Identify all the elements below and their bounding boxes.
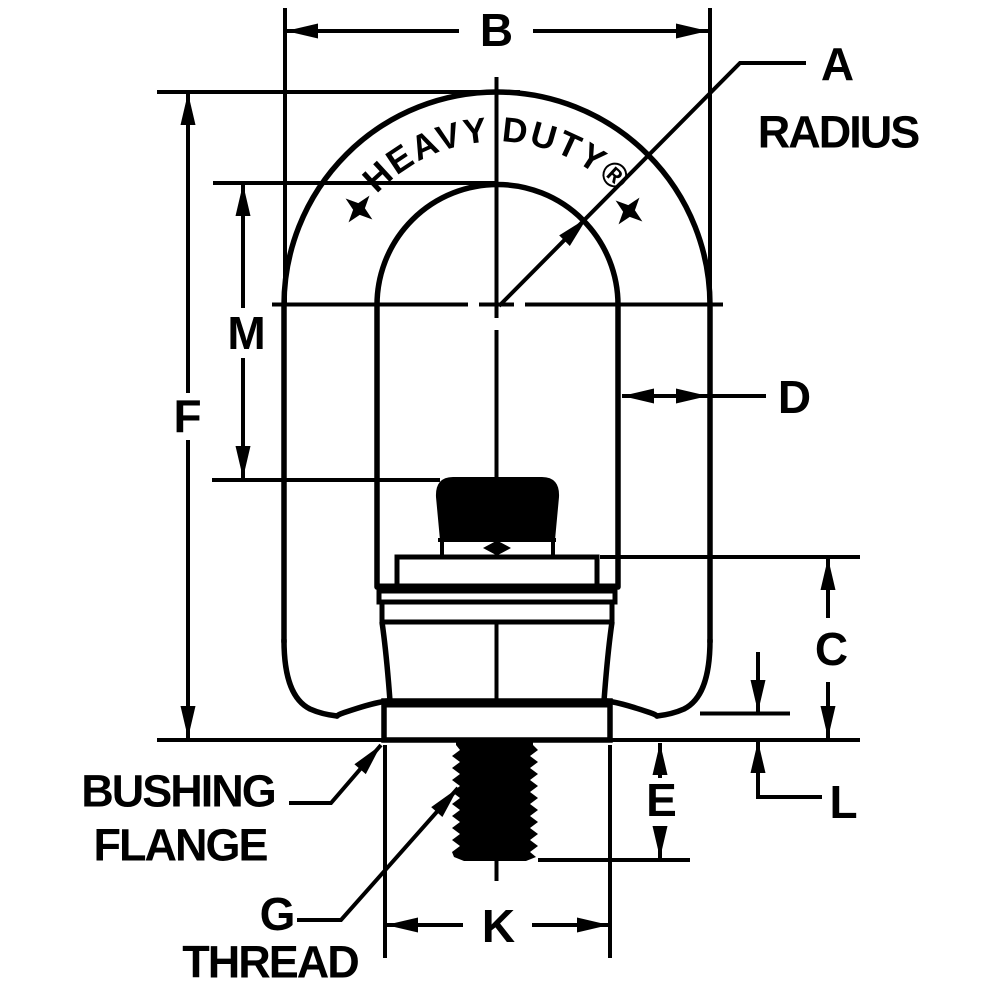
- bushing-body-right-side: [601, 621, 615, 702]
- leader-g-thread: [297, 786, 460, 922]
- arrow-c-down: [820, 706, 836, 738]
- arrow-a-radius: [559, 218, 587, 246]
- bail-right-foot-underside: [604, 698, 660, 719]
- dim-l-line: [756, 652, 822, 799]
- center-diamond-mark: [483, 540, 511, 556]
- arrow-f-down: [180, 706, 196, 738]
- dim-label-e: E: [646, 774, 677, 826]
- arrow-l-up: [750, 741, 766, 773]
- arrow-m-down: [235, 446, 251, 478]
- arrow-k-right: [577, 917, 609, 933]
- bail-inner-arc: [374, 181, 621, 308]
- arrow-f-up: [180, 93, 196, 125]
- centerlines: [272, 77, 723, 881]
- dim-label-c: C: [814, 623, 848, 675]
- swivel-washer: [394, 554, 600, 589]
- dim-label-k: K: [481, 900, 515, 952]
- dim-label-a: A: [820, 38, 854, 90]
- arrow-d-left: [622, 388, 654, 404]
- arrow-l-down: [750, 680, 766, 712]
- dim-label-f: F: [173, 390, 201, 442]
- bail-left-foot-underside: [334, 698, 390, 719]
- dim-label-radius: RADIUS: [757, 106, 921, 158]
- dim-label-b: B: [479, 4, 513, 56]
- arrow-k-left: [386, 917, 418, 933]
- callout-thread: THREAD: [182, 936, 359, 988]
- arrow-g-thread: [431, 788, 458, 817]
- dim-label-m: M: [227, 307, 265, 359]
- dim-label-g: G: [259, 888, 296, 940]
- bushing-collar: [379, 599, 615, 625]
- arrow-bushing-flange: [354, 745, 381, 775]
- dim-label-l: L: [829, 776, 857, 828]
- arrow-e-down: [652, 826, 668, 858]
- arrow-m-up: [235, 184, 251, 216]
- hex-nut: [435, 477, 560, 541]
- arrowheads: [180, 23, 836, 933]
- extension-lines: [157, 8, 860, 958]
- callout-flange: FLANGE: [93, 819, 269, 871]
- dim-label-d: D: [777, 371, 811, 423]
- arrow-e-up: [652, 743, 668, 775]
- arrow-c-up: [820, 558, 836, 590]
- bushing-body-left-side: [379, 621, 393, 702]
- arrow-b-right: [676, 23, 708, 39]
- arrow-b-left: [286, 23, 318, 39]
- nut-collar: [438, 538, 556, 557]
- bail-left-foot-outer: [281, 637, 340, 719]
- threaded-stud: [452, 741, 538, 861]
- leader-bushing-flange: [289, 743, 383, 805]
- bail-right-foot-outer: [654, 637, 713, 719]
- arrow-d-right: [676, 388, 708, 404]
- callout-bushing: BUSHING: [81, 765, 277, 817]
